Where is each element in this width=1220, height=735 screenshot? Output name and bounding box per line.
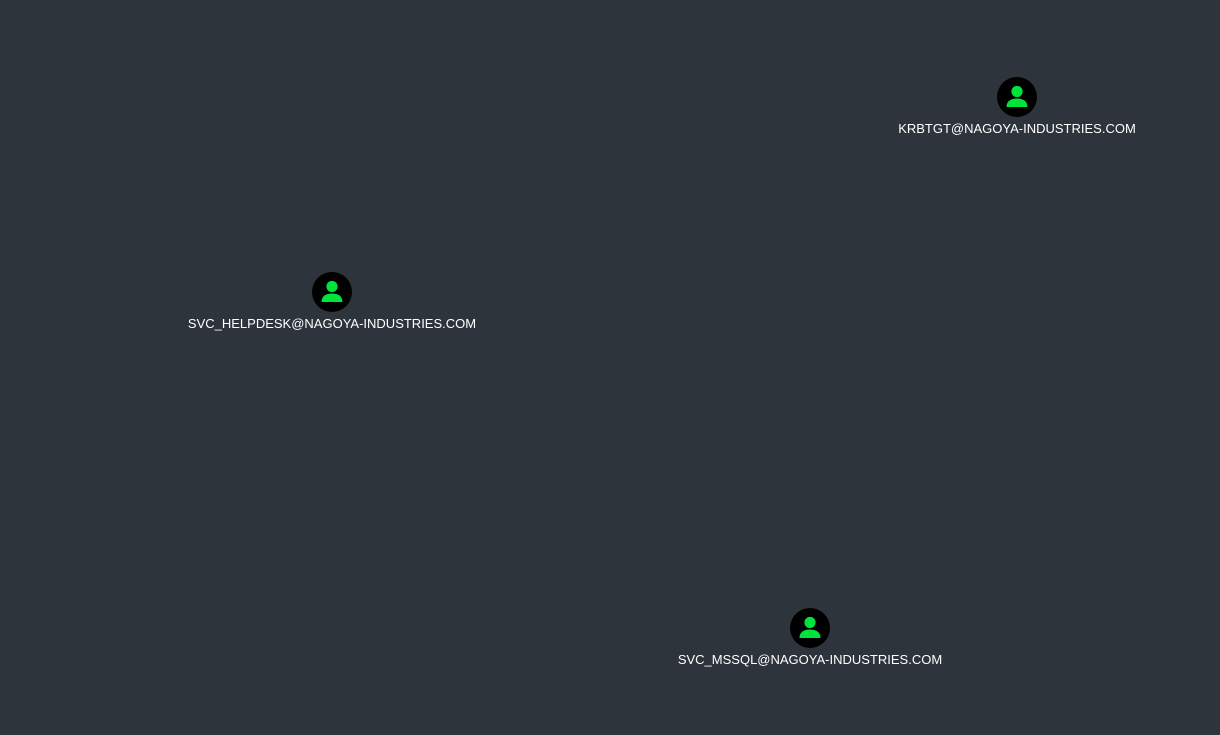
node-label: SVC_MSSQL@NAGOYA-INDUSTRIES.COM: [677, 652, 943, 667]
user-icon[interactable]: [312, 272, 352, 312]
user-icon[interactable]: [997, 77, 1037, 117]
graph-node-svc-helpdesk[interactable]: SVC_HELPDESK@NAGOYA-INDUSTRIES.COM: [172, 272, 492, 336]
node-label: SVC_HELPDESK@NAGOYA-INDUSTRIES.COM: [187, 316, 477, 331]
graph-node-krbtgt[interactable]: KRBTGT@NAGOYA-INDUSTRIES.COM: [857, 77, 1177, 141]
node-label: KRBTGT@NAGOYA-INDUSTRIES.COM: [898, 121, 1136, 136]
user-icon[interactable]: [790, 608, 830, 648]
graph-node-svc-mssql[interactable]: SVC_MSSQL@NAGOYA-INDUSTRIES.COM: [650, 608, 970, 672]
